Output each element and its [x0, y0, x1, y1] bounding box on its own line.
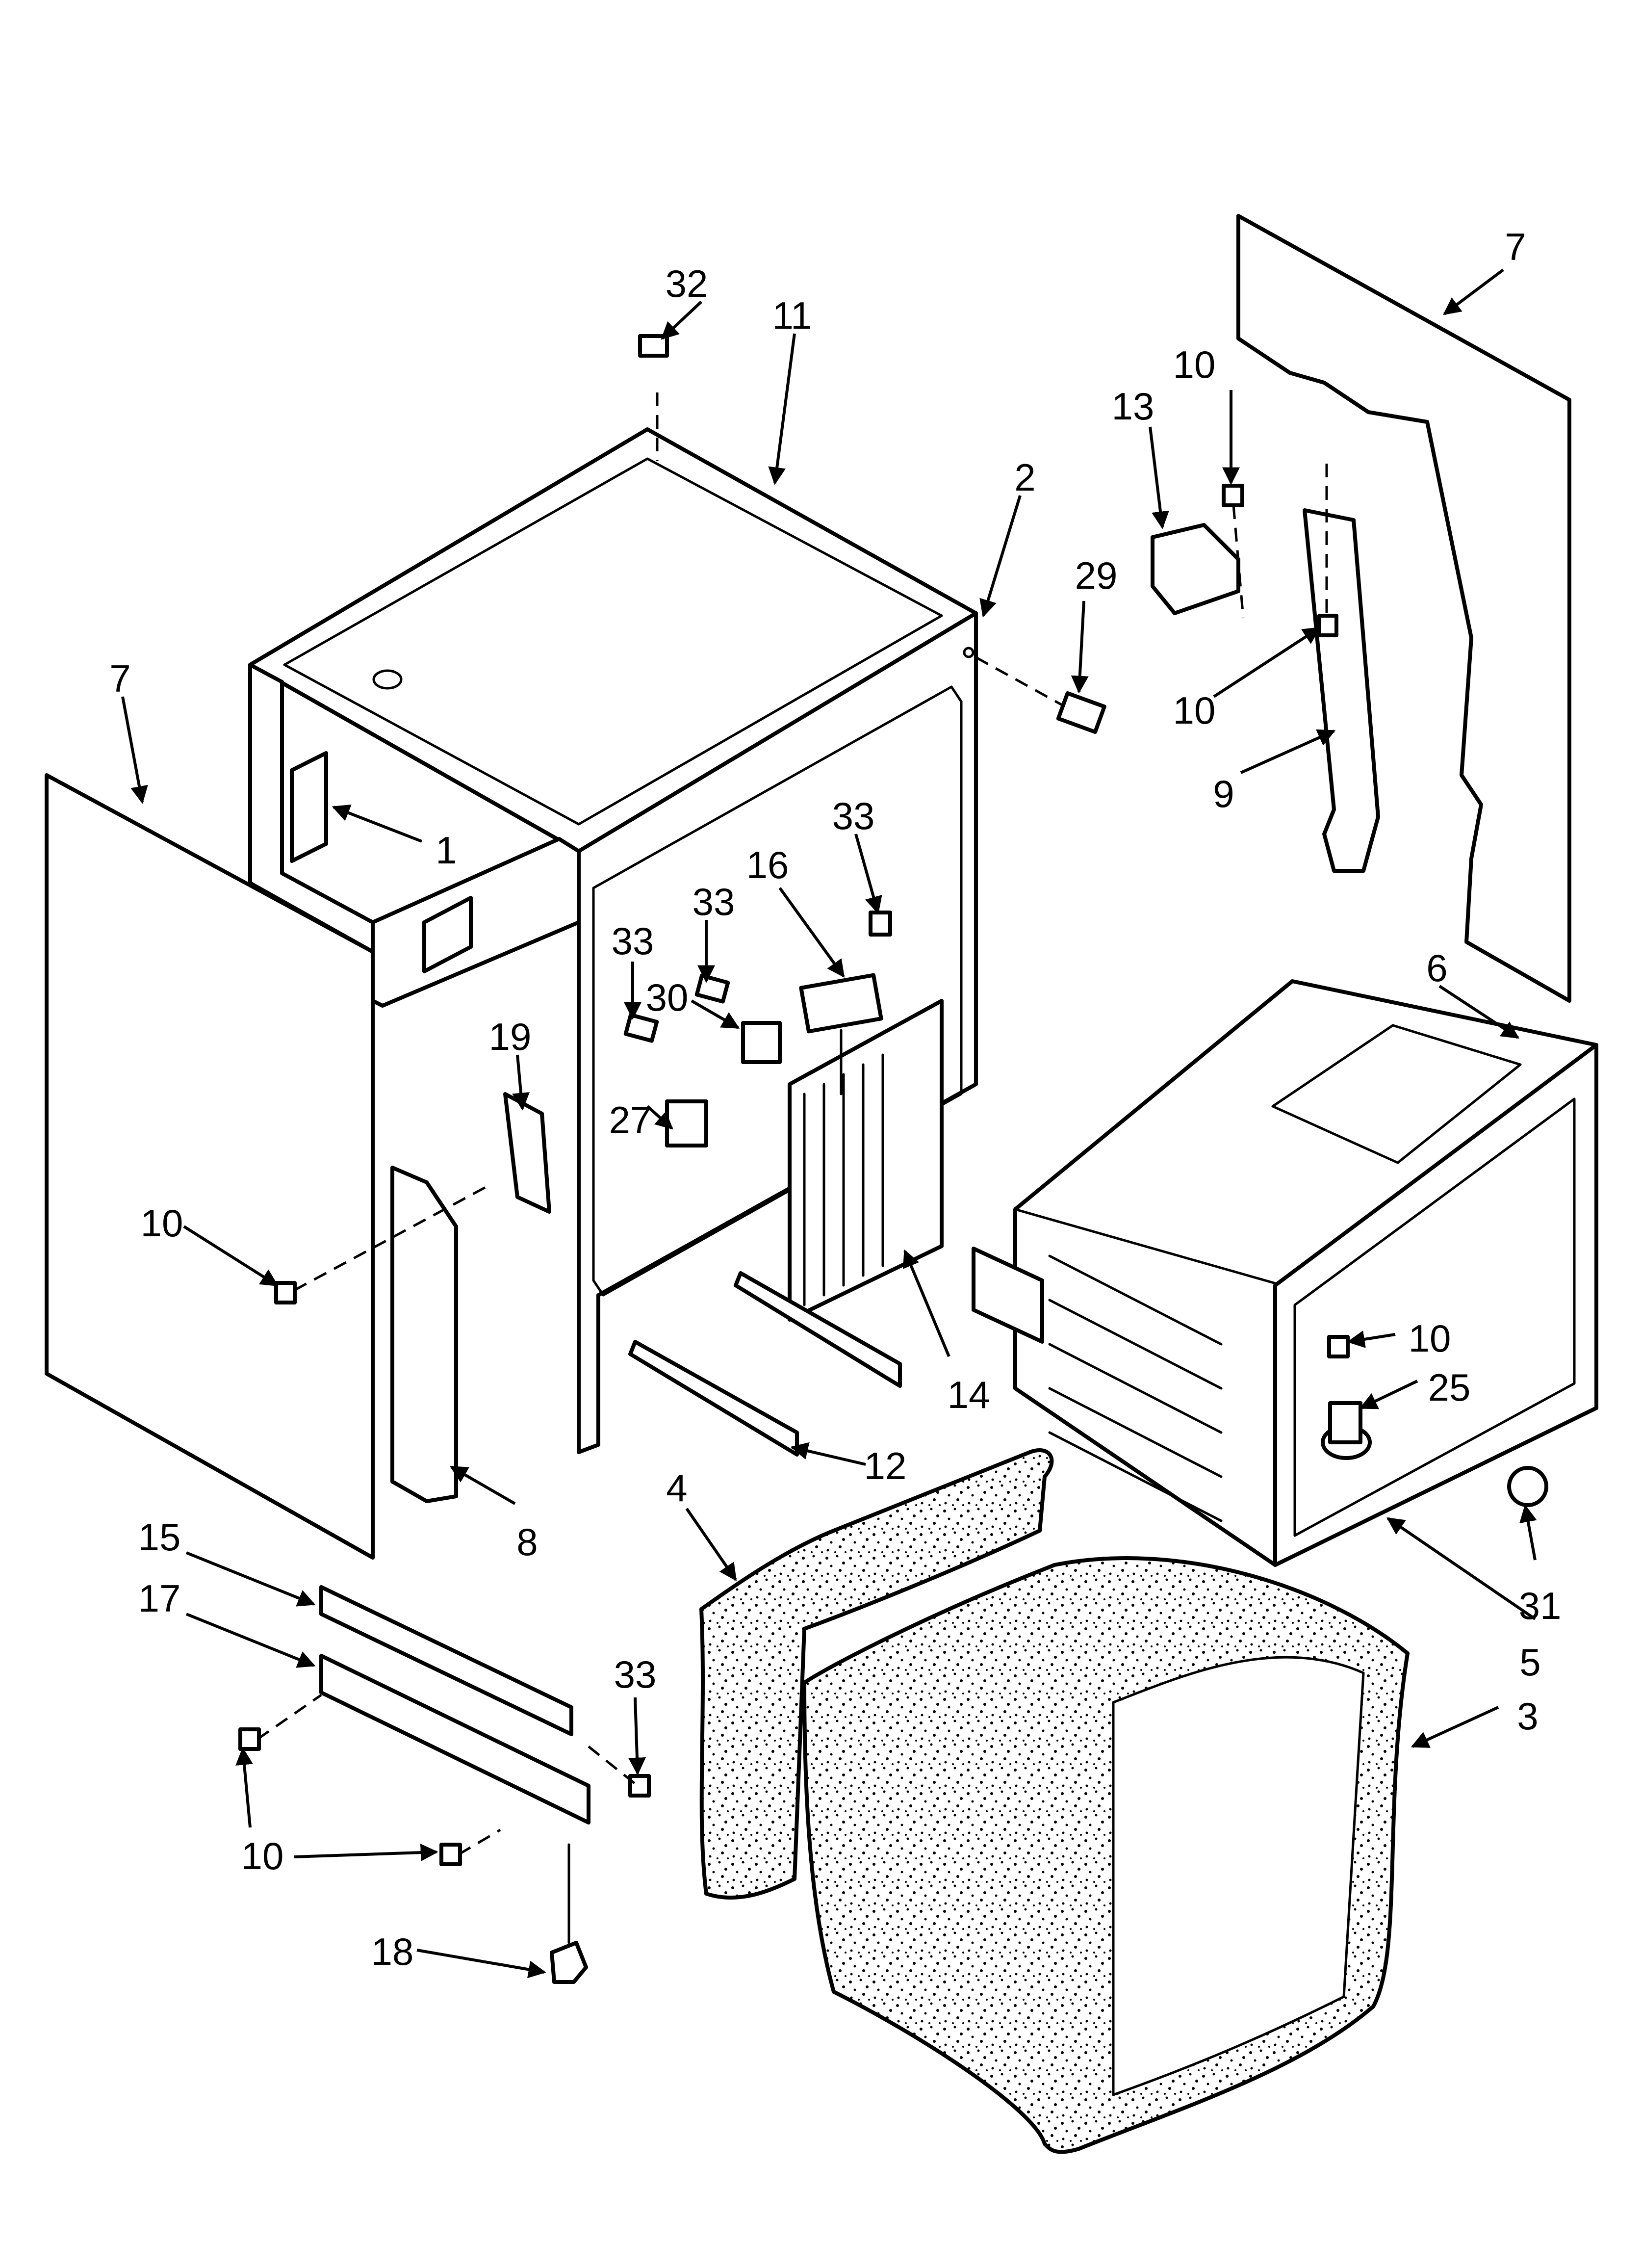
upper-right-brackets — [1151, 464, 1380, 873]
callout-7-right: 7 — [1505, 225, 1526, 268]
oven-cavity — [972, 979, 1598, 1567]
callout-33-b: 33 — [693, 880, 735, 923]
callout-10-d: 10 — [1409, 1317, 1451, 1360]
callout-29: 29 — [1075, 554, 1118, 597]
callout-30: 30 — [646, 976, 689, 1019]
callout-8: 8 — [516, 1520, 538, 1564]
chassis-components — [623, 334, 1106, 1147]
callout-12: 12 — [864, 1444, 907, 1487]
callout-17: 17 — [138, 1577, 181, 1620]
left-brackets — [274, 1092, 551, 1503]
callout-14: 14 — [948, 1373, 990, 1416]
callout-15: 15 — [138, 1515, 181, 1559]
callout-9: 9 — [1213, 772, 1234, 815]
callout-10-c: 10 — [141, 1201, 183, 1245]
callout-16: 16 — [746, 843, 789, 886]
callout-33-d: 33 — [614, 1653, 657, 1696]
front-legs — [238, 1585, 651, 1984]
bottom-rails — [628, 1271, 902, 1457]
callout-13: 13 — [1112, 385, 1155, 428]
callout-10-b: 10 — [1173, 689, 1216, 732]
range-chassis — [248, 392, 1070, 1454]
callout-33-c: 33 — [612, 919, 654, 963]
callout-19: 19 — [489, 1015, 532, 1058]
callout-27: 27 — [609, 1098, 652, 1142]
callout-3: 3 — [1517, 1694, 1538, 1738]
callout-18: 18 — [371, 1930, 414, 1973]
callout-5: 5 — [1519, 1641, 1540, 1684]
callout-10-a: 10 — [1173, 343, 1216, 386]
callout-25: 25 — [1428, 1366, 1471, 1409]
callout-33-a: 33 — [832, 794, 875, 837]
side-panel-left — [45, 773, 375, 1560]
callout-6: 6 — [1426, 946, 1447, 990]
callout-2: 2 — [1014, 456, 1035, 499]
side-panel-right — [1236, 214, 1571, 1003]
callout-4: 4 — [666, 1466, 687, 1510]
callout-10-e: 10 — [241, 1834, 284, 1877]
insulation — [699, 1448, 1410, 2154]
callout-32: 32 — [666, 262, 708, 305]
callout-1: 1 — [436, 829, 457, 872]
callout-31: 31 — [1519, 1584, 1562, 1627]
callout-11: 11 — [772, 294, 812, 337]
leader-lines — [121, 268, 1537, 1979]
callout-7-left: 7 — [109, 657, 130, 700]
callout-labels: 32 11 7 10 13 2 29 10 9 7 1 33 16 33 33 … — [109, 225, 1561, 1973]
